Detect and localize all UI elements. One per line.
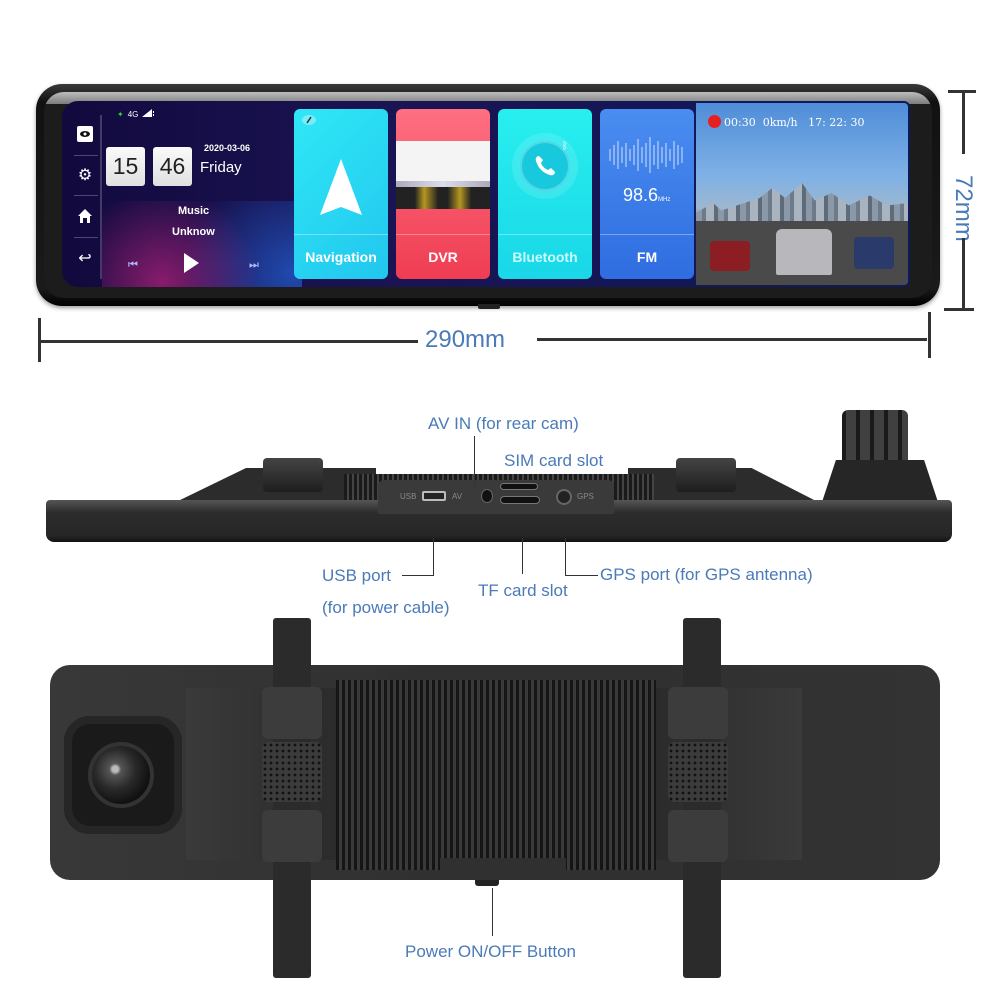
- leader-line: [474, 436, 475, 486]
- speaker-grill: [668, 742, 728, 802]
- previous-track-icon[interactable]: ⏮: [128, 259, 138, 271]
- callout-usb-port-sub: (for power cable): [322, 598, 450, 617]
- height-dimension: 72mm: [950, 175, 977, 242]
- day-text: Friday: [200, 159, 242, 176]
- speed: 0km/h: [762, 116, 798, 129]
- app-tile-fm[interactable]: 98.6MHz FM: [600, 109, 694, 279]
- clock-hour: 15: [106, 147, 145, 186]
- sim-card-slot[interactable]: [500, 483, 538, 490]
- mount-clip: [263, 458, 323, 492]
- leader-line: [402, 575, 434, 576]
- back-center-cap: [440, 858, 566, 880]
- camera-osd: 00:30 0km/h 17: 22: 30: [724, 116, 865, 129]
- date-text: 2020-03-06: [204, 143, 251, 153]
- bottom-tab: [478, 304, 500, 309]
- leader-line: [522, 538, 523, 574]
- rubber-pad: [668, 810, 728, 862]
- dimension-tick: [928, 312, 931, 358]
- dimension-tick: [38, 318, 41, 362]
- dimension-tick: [948, 90, 976, 93]
- home-icon[interactable]: [74, 205, 96, 227]
- av-in-port[interactable]: [481, 489, 493, 503]
- back-heat-sink: [336, 680, 656, 870]
- frequency-unit: MHz: [658, 197, 671, 203]
- app-tile-bluetooth[interactable]: ᛒ Bluetooth: [498, 109, 592, 279]
- clock-minute: 46: [153, 147, 192, 186]
- compass-icon: [302, 115, 316, 125]
- dimension-line: [40, 340, 418, 343]
- phone-icon: [520, 141, 570, 191]
- mount-clip: [676, 458, 736, 492]
- callout-tf-slot: TF card slot: [478, 581, 568, 600]
- navigation-arrow-icon: [320, 159, 362, 215]
- usb-port-label: USB: [400, 492, 417, 501]
- rubber-pad: [262, 687, 322, 739]
- app-label: Navigation: [294, 234, 388, 279]
- leader-line: [433, 538, 434, 575]
- av-port-label: AV: [452, 492, 463, 501]
- car: [776, 229, 832, 275]
- road-camera-icon: [396, 141, 490, 209]
- satellite-icon: ✦: [117, 109, 124, 119]
- gear-icon[interactable]: ⚙: [77, 167, 93, 184]
- radio-wave-icon: [609, 137, 683, 173]
- fm-frequency: 98.6MHz: [623, 185, 670, 206]
- app-label: Bluetooth: [498, 234, 592, 279]
- record-indicator-icon: [708, 115, 721, 128]
- app-tile-navigation[interactable]: Navigation: [294, 109, 388, 279]
- rear-camera-knob: [842, 410, 908, 464]
- rail-divider: [74, 195, 98, 196]
- osd-clock: 17: 22: 30: [808, 116, 865, 129]
- record-time: 00:30: [724, 116, 756, 129]
- callout-usb-port: USB port: [322, 566, 391, 585]
- callout-gps-port: GPS port (for GPS antenna): [600, 565, 813, 584]
- leader-line: [565, 575, 598, 576]
- leader-line: [492, 888, 493, 936]
- car: [710, 241, 750, 271]
- gps-port[interactable]: [556, 489, 572, 505]
- callout-sim-slot: SIM card slot: [504, 451, 604, 470]
- bluetooth-icon: ᛒ: [562, 141, 568, 152]
- music-artist: Unknow: [172, 226, 215, 238]
- music-title: Music: [178, 205, 210, 217]
- width-dimension: 290mm: [425, 326, 506, 353]
- tf-card-slot[interactable]: [500, 496, 540, 504]
- leader-line: [565, 538, 566, 575]
- gps-port-label: GPS: [577, 492, 594, 501]
- rubber-pad: [668, 687, 728, 739]
- rail-divider: [74, 237, 98, 238]
- signal-bars-icon: [142, 109, 155, 119]
- camera-icon[interactable]: [74, 123, 96, 145]
- status-bar: ✦ 4G: [117, 109, 155, 119]
- dashcam-live-view[interactable]: 00:30 0km/h 17: 22: 30: [696, 103, 908, 285]
- dimension-line: [962, 238, 965, 310]
- dimension-tick: [944, 308, 974, 311]
- side-rail: ⚙ ↩: [68, 115, 102, 279]
- usb-port[interactable]: [422, 491, 446, 501]
- back-icon[interactable]: ↩: [78, 250, 92, 267]
- app-label: DVR: [396, 234, 490, 279]
- car: [854, 237, 894, 269]
- network-type: 4G: [127, 109, 139, 119]
- play-icon[interactable]: [184, 253, 199, 273]
- camera-mount-base: [822, 460, 938, 502]
- next-track-icon[interactable]: ⏭: [249, 259, 259, 271]
- app-label: FM: [600, 234, 694, 279]
- speaker-grill: [262, 742, 322, 802]
- callout-power-button: Power ON/OFF Button: [405, 942, 576, 961]
- callout-av-in: AV IN (for rear cam): [428, 414, 579, 433]
- background-glow: [102, 201, 302, 287]
- app-tile-dvr[interactable]: DVR: [396, 109, 490, 279]
- port-panel: [378, 480, 614, 514]
- frequency-value: 98.6: [623, 185, 659, 205]
- power-button[interactable]: [475, 880, 499, 886]
- rubber-pad: [262, 810, 322, 862]
- front-camera-lens: [88, 742, 154, 808]
- rail-divider: [74, 155, 98, 156]
- device-screen: ⚙ ↩ ✦ 4G 15 46 2020-03-06 Friday Music U…: [62, 101, 910, 287]
- dimension-line: [962, 92, 965, 154]
- dimension-line: [537, 338, 927, 341]
